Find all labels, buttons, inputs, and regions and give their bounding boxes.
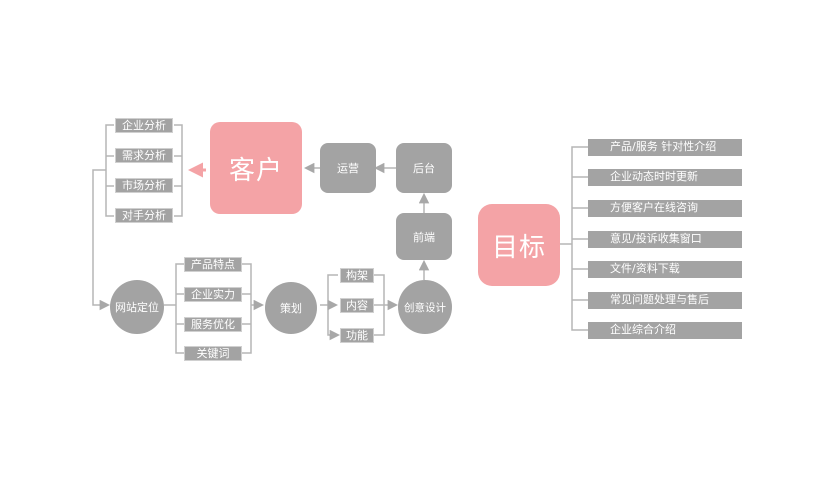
tag-market-analysis: 市场分析: [115, 178, 173, 193]
site-positioning-node: 网站定位: [110, 280, 164, 334]
tag-function: 功能: [340, 328, 374, 343]
goal-item-product-intro: 产品/服务 针对性介绍: [588, 139, 742, 156]
tag-service-optimization: 服务优化: [184, 317, 242, 332]
tag-keywords: 关键词: [184, 346, 242, 361]
plan-node: 策划: [265, 282, 317, 334]
goal-node: 目标: [478, 204, 560, 286]
customer-node: 客户: [210, 122, 302, 214]
tag-architecture: 构架: [340, 268, 374, 283]
tag-product-features: 产品特点: [184, 257, 242, 272]
frontend-node: 前端: [396, 213, 452, 260]
goal-item-feedback-window: 意见/投诉收集窗口: [588, 231, 742, 248]
tag-content: 内容: [340, 298, 374, 313]
goal-item-online-consult: 方便客户在线咨询: [588, 200, 742, 217]
goal-item-faq-aftersales: 常见问题处理与售后: [588, 292, 742, 309]
tag-demand-analysis: 需求分析: [115, 148, 173, 163]
goal-item-downloads: 文件/资料下载: [588, 261, 742, 278]
goal-item-news-updates: 企业动态时时更新: [588, 169, 742, 186]
tag-enterprise-analysis: 企业分析: [115, 118, 173, 133]
creative-design-node: 创意设计: [398, 280, 452, 334]
tag-competitor-analysis: 对手分析: [115, 208, 173, 223]
backend-node: 后台: [396, 143, 452, 193]
ops-node: 运营: [320, 143, 376, 193]
goal-item-company-intro: 企业综合介绍: [588, 322, 742, 339]
tag-enterprise-strength: 企业实力: [184, 287, 242, 302]
